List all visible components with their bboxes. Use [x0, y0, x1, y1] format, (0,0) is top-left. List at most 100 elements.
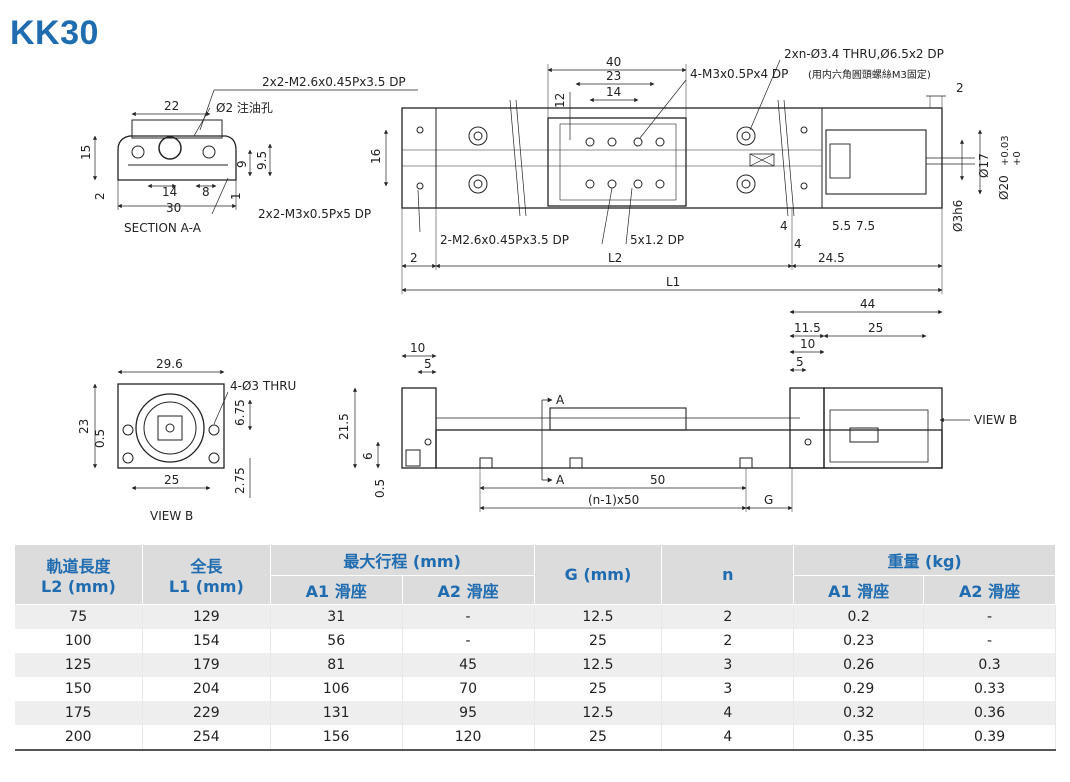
section-aa-d9: 9 [235, 160, 249, 168]
cell-stroke-a1: 56 [270, 629, 403, 653]
cell-stroke-a1: 81 [270, 653, 403, 677]
side-d05: 0.5 [373, 479, 387, 498]
technical-drawing: SECTION A-A 2x2-M2.6x0.45Px3.5 DP 2x2-M3… [77, 47, 1023, 523]
section-aa-d30: 30 [166, 201, 181, 215]
col-header-l1: 全長 L1 (mm) [141, 544, 271, 605]
table-row: 150 204 106 70 25 3 0.29 0.33 [14, 677, 1056, 701]
view-b-d05: 0.5 [93, 429, 107, 448]
col-header-stroke-a1: A1 滑座 [269, 575, 403, 605]
table-row: 100 154 56 - 25 2 0.23 - [14, 629, 1056, 653]
cell-n: 3 [661, 653, 795, 677]
top-depth: 5x1.2 DP [630, 233, 684, 247]
cell-stroke-a2: - [402, 629, 535, 653]
side-d115: 11.5 [794, 321, 821, 335]
spec-table: 軌道長度 L2 (mm) 全長 L1 (mm) 最大行程 (mm) G (mm)… [14, 544, 1056, 751]
col-header-weight-a1: A1 滑座 [793, 575, 925, 605]
top-L1: L1 [666, 275, 680, 289]
cell-l2: 75 [14, 604, 143, 629]
cell-weight-a1: 0.23 [793, 629, 925, 653]
top-d2-left: 2 [410, 251, 418, 265]
cell-g: 12.5 [534, 604, 663, 629]
cell-g: 12.5 [534, 653, 663, 677]
cell-l1: 154 [142, 629, 271, 653]
cell-l1: 229 [142, 701, 271, 725]
top-thru-note: (用内六角圓頭螺絲M3固定) [808, 68, 931, 81]
top-d20: Ø20 [997, 175, 1011, 200]
top-tol-plus: +0.03 [1000, 135, 1011, 166]
cell-l1: 179 [142, 653, 271, 677]
side-d44: 44 [860, 297, 875, 311]
cell-stroke-a1: 156 [270, 725, 403, 751]
cell-weight-a1: 0.29 [793, 677, 925, 701]
side-section-a-top: A [556, 393, 565, 407]
section-aa-d1: 1 [229, 192, 243, 200]
col-header-n: n [661, 544, 795, 605]
view-b-d675: 6.75 [233, 399, 247, 426]
cell-stroke-a2: - [402, 604, 535, 629]
cell-g: 25 [534, 677, 663, 701]
view-b-d296: 29.6 [156, 357, 183, 371]
top-d12: 12 [553, 93, 567, 108]
table-row: 125 179 81 45 12.5 3 0.26 0.3 [14, 653, 1056, 677]
top-d40: 40 [606, 55, 621, 69]
side-section-a-bottom: A [556, 473, 565, 487]
section-aa-d95: 9.5 [255, 151, 269, 170]
cell-n: 2 [661, 604, 795, 629]
col-header-weight: 重量 (kg) [793, 544, 1056, 576]
cell-l2: 175 [14, 701, 143, 725]
side-view-b-label: VIEW B [974, 413, 1017, 427]
cell-weight-a1: 0.35 [793, 725, 925, 751]
cell-l1: 129 [142, 604, 271, 629]
cell-stroke-a1: 131 [270, 701, 403, 725]
cell-weight-a2: 0.3 [923, 653, 1056, 677]
cell-weight-a1: 0.2 [793, 604, 925, 629]
section-aa-caption: SECTION A-A [124, 221, 202, 235]
table-row: 75 129 31 - 12.5 2 0.2 - [14, 604, 1056, 629]
side-G: G [764, 493, 773, 507]
top-shaft: Ø3h6 [951, 200, 965, 232]
top-d245: 24.5 [818, 251, 845, 265]
section-aa-d8: 8 [202, 185, 210, 199]
page-title: KK30 [10, 14, 99, 52]
side-d50: 50 [650, 473, 665, 487]
cell-n: 2 [661, 629, 795, 653]
col-header-l1-name: 全長 [190, 557, 223, 576]
cell-l2: 150 [14, 677, 143, 701]
top-d75: 7.5 [856, 219, 875, 233]
cell-weight-a2: - [923, 629, 1056, 653]
col-header-stroke-a2: A2 滑座 [401, 575, 535, 605]
col-header-l1-unit: L1 (mm) [168, 577, 244, 596]
side-d6: 6 [361, 452, 375, 460]
cell-n: 4 [661, 701, 795, 725]
side-d5: 5 [424, 357, 432, 371]
top-d4b: 4 [794, 237, 802, 251]
top-d23: 23 [606, 69, 621, 83]
side-pitch: (n-1)x50 [588, 493, 639, 507]
top-tap-block: 4-M3x0.5Px4 DP [690, 67, 788, 81]
cell-l1: 254 [142, 725, 271, 751]
cell-weight-a1: 0.32 [793, 701, 925, 725]
view-b-drawing [92, 369, 253, 498]
col-header-stroke: 最大行程 (mm) [269, 544, 535, 576]
top-tap-bottom: 2-M2.6x0.45Px3.5 DP [440, 233, 569, 247]
cell-stroke-a1: 106 [270, 677, 403, 701]
cell-l2: 200 [14, 725, 143, 751]
cell-n: 4 [661, 725, 795, 751]
cell-l2: 100 [14, 629, 143, 653]
cell-g: 25 [534, 725, 663, 751]
cell-l2: 125 [14, 653, 143, 677]
table-row: 200 254 156 120 25 4 0.35 0.39 [14, 725, 1056, 751]
side-d25: 25 [868, 321, 883, 335]
section-aa-d14: 14 [162, 185, 177, 199]
section-aa-d15: 15 [79, 145, 93, 160]
col-header-weight-a2: A2 滑座 [923, 575, 1056, 605]
cell-g: 12.5 [534, 701, 663, 725]
top-tol-zero: +0 [1012, 151, 1023, 166]
view-b-caption: VIEW B [150, 509, 193, 523]
col-header-g: G (mm) [533, 544, 663, 605]
side-d10: 10 [410, 341, 425, 355]
section-aa-oil-hole: Ø2 注油孔 [216, 100, 273, 115]
cell-stroke-a1: 31 [270, 604, 403, 629]
cell-stroke-a2: 45 [402, 653, 535, 677]
top-d17: Ø17 [977, 153, 991, 178]
